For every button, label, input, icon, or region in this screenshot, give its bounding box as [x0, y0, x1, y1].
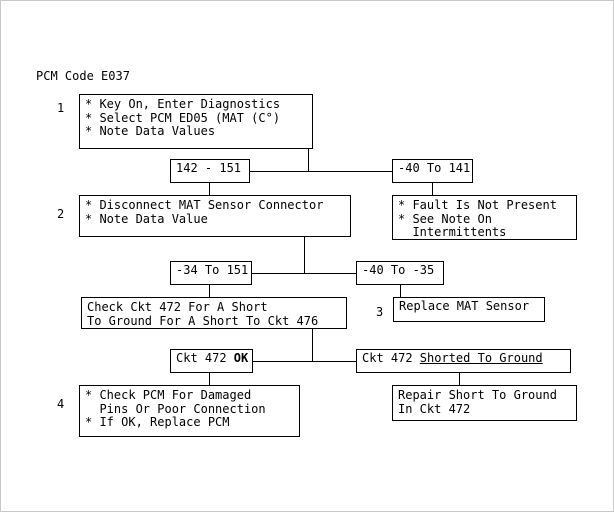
box-repair-short-line-2: In Ckt 472 [398, 401, 471, 416]
box-ckt-472-ok-emphasis: OK [233, 351, 249, 365]
box-fault-line-2: * See Note On [398, 211, 492, 226]
connector-step2-down [304, 237, 305, 274]
connector-minus40-minus35-down [400, 285, 401, 297]
connector-row2-horizontal [251, 273, 357, 274]
connector-row3-horizontal [252, 361, 357, 362]
step-number-1: 1 [57, 101, 65, 115]
box-range-minus40-minus35: -40 To -35 [356, 261, 444, 285]
box-check-ckt-472-line-2: To Ground For A Short To Ckt 476 [87, 313, 319, 328]
box-ckt-472-ok: Ckt 472 OK [170, 349, 253, 373]
page-title: PCM Code E037 [36, 69, 130, 83]
box-range-minus40-141: -40 To 141 [392, 159, 473, 183]
box-step-2-line-1: * Disconnect MAT Sensor Connector [85, 198, 324, 212]
box-step-1-line-3: * Note Data Values [85, 124, 216, 138]
connector-step1-down [308, 149, 309, 172]
connector-check-ckt-down [312, 329, 313, 362]
box-repair-short: Repair Short To Ground In Ckt 472 [392, 385, 577, 421]
connector-142-151-down [209, 183, 210, 195]
box-step-1-line-2: * Select PCM ED05 (MAT (C°) [85, 110, 281, 125]
box-fault-line-1: * Fault Is Not Present [398, 198, 557, 212]
box-step-2-line-2: * Note Data Value [85, 211, 208, 226]
box-ckt-472-ok-prefix: Ckt 472 [176, 351, 234, 365]
step-number-4: 4 [57, 397, 65, 411]
box-range-142-151: 142 - 151 [170, 159, 250, 183]
box-check-ckt-472: Check Ckt 472 For A Short To Ground For … [81, 297, 347, 329]
box-step-2: * Disconnect MAT Sensor Connector * Note… [79, 195, 351, 237]
box-fault-not-present: * Fault Is Not Present * See Note On Int… [392, 195, 577, 240]
connector-minus34-151-down [209, 285, 210, 297]
box-ckt-472-shorted-emphasis: Shorted To Ground [419, 351, 543, 365]
box-step-4-line-3: * If OK, Replace PCM [85, 415, 230, 429]
box-check-ckt-472-line-1: Check Ckt 472 For A Short [87, 300, 268, 314]
box-step-1: * Key On, Enter Diagnostics * Select PCM… [79, 94, 313, 149]
step-number-3: 3 [376, 305, 384, 319]
box-ckt-472-shorted-prefix: Ckt 472 [362, 351, 420, 365]
box-replace-mat-sensor: Replace MAT Sensor [393, 297, 545, 322]
box-step-1-line-1: * Key On, Enter Diagnostics [85, 97, 281, 111]
box-step-4-line-2: Pins Or Poor Connection [85, 401, 266, 416]
step-number-2: 2 [57, 207, 65, 221]
box-ckt-472-shorted: Ckt 472 Shorted To Ground [356, 349, 571, 373]
box-range-minus34-151: -34 To 151 [170, 261, 252, 285]
connector-ckt-472-shorted-down [459, 373, 460, 385]
connector-minus40-141-down [432, 183, 433, 195]
box-step-4: * Check PCM For Damaged Pins Or Poor Con… [79, 385, 300, 437]
connector-row1-horizontal [249, 171, 393, 172]
connector-ckt-472-ok-down [209, 373, 210, 385]
box-step-4-line-1: * Check PCM For Damaged [85, 388, 252, 402]
box-fault-line-3: Intermittents [398, 225, 507, 239]
box-repair-short-line-1: Repair Short To Ground [398, 388, 557, 402]
